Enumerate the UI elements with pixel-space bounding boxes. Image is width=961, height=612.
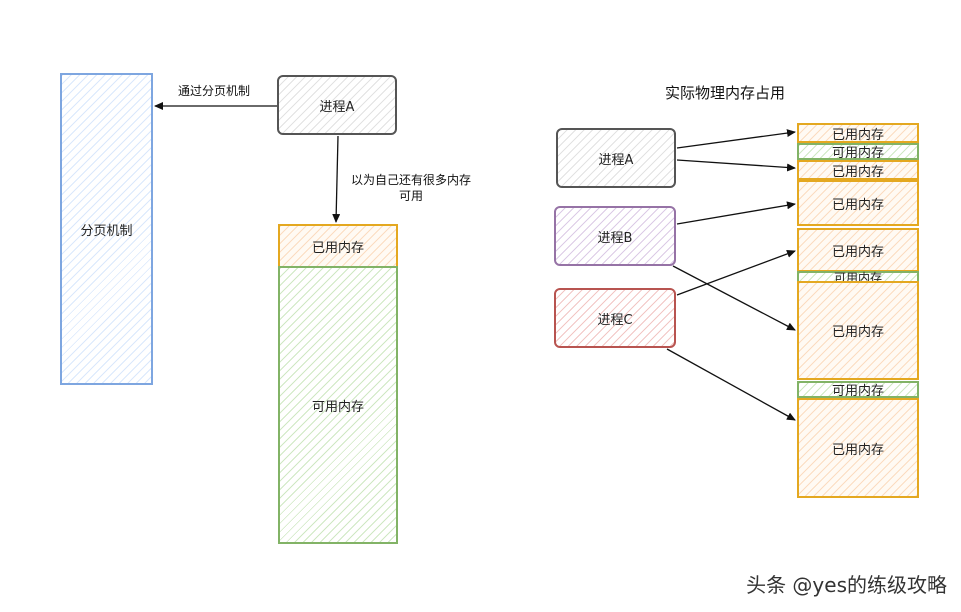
arrow-a-to-block-1 (676, 129, 796, 149)
left-used-memory-label: 已用内存 (311, 240, 364, 256)
physical-block-1: 已用内存 (797, 123, 919, 143)
arrow-b-to-block-4 (676, 201, 796, 225)
paging-mechanism-box: 分页机制 (60, 73, 153, 385)
right-process-c-label: 进程C (597, 312, 633, 328)
left-process-a-label: 进程A (319, 99, 355, 115)
arrow-c-to-block-9 (666, 348, 796, 421)
physical-memory-title: 实际物理内存占用 (664, 84, 785, 102)
physical-block-3: 已用内存 (797, 160, 919, 180)
belief-label: 以为自己还有很多内存可用 (350, 173, 471, 203)
physical-block-label: 已用内存 (831, 197, 884, 213)
right-process-c-box: 进程C (554, 288, 676, 348)
physical-block-label: 已用内存 (831, 127, 884, 143)
physical-block-label: 可用内存 (831, 146, 884, 161)
physical-block-label: 已用内存 (831, 442, 884, 458)
physical-block-label: 已用内存 (831, 325, 884, 340)
arrow-process-a-to-memory (332, 135, 341, 223)
physical-block-label: 已用内存 (831, 244, 884, 260)
physical-block-label: 可用内存 (831, 384, 884, 399)
physical-block-2: 可用内存 (797, 143, 919, 161)
right-process-a-label: 进程A (598, 152, 634, 168)
arrow-a-to-block-3 (676, 159, 796, 172)
physical-block-4: 已用内存 (797, 180, 919, 226)
paging-arrow-label: 通过分页机制 (177, 84, 250, 98)
left-available-memory: 可用内存 (278, 266, 398, 544)
right-process-a-box: 进程A (556, 128, 676, 188)
physical-block-7: 已用内存 (797, 281, 919, 380)
physical-block-9: 已用内存 (797, 398, 919, 498)
physical-block-8: 可用内存 (797, 381, 919, 399)
right-process-b-box: 进程B (554, 206, 676, 266)
arrow-c-to-block-5 (676, 250, 796, 296)
right-process-b-label: 进程B (597, 230, 633, 246)
arrow-b-to-block-7 (672, 265, 796, 331)
left-used-memory: 已用内存 (278, 224, 398, 268)
watermark: 头条 @yes的练级攻略 (746, 573, 947, 597)
left-process-a-box: 进程A (277, 75, 397, 135)
left-available-memory-label: 可用内存 (311, 399, 364, 415)
paging-mechanism-label: 分页机制 (80, 223, 133, 239)
physical-block-label: 已用内存 (831, 164, 884, 180)
